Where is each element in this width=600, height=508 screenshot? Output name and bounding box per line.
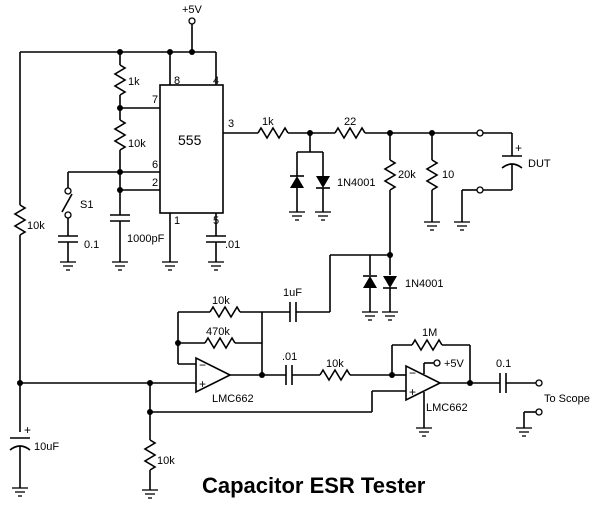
switch-s1-branch[interactable]: S1 0.1 [58, 171, 120, 271]
switch-s1-label: S1 [80, 199, 93, 211]
c-pin5-label: .01 [225, 239, 240, 251]
pin-2: 2 [152, 177, 158, 189]
r-470k-label: 470k [206, 326, 230, 338]
svg-text:+: + [24, 423, 31, 437]
opamp-1: − + LMC662 470k [20, 312, 286, 405]
pin-7: 7 [152, 94, 158, 106]
r-1k-out-label: 1k [262, 116, 274, 128]
scope-output[interactable]: 0.1 To Scope [496, 358, 590, 437]
svg-text:−: − [199, 358, 206, 372]
opamp-2-label: LMC662 [426, 402, 468, 414]
bottom-bias: 10k [141, 380, 175, 499]
interstage-coupling: .01 10k [282, 351, 395, 385]
r-10k-fb-label: 10k [212, 295, 230, 307]
c-10uf-label: 10uF [34, 441, 59, 453]
pin-8: 8 [174, 75, 180, 87]
timing-network: 1k 10k 1000pF [110, 52, 165, 271]
r-22-label: 22 [344, 116, 356, 128]
pin-3: 3 [228, 118, 234, 130]
svg-text:+: + [409, 385, 416, 399]
c-1uf-branch: 1uF 10k [178, 254, 370, 322]
svg-text:+: + [515, 141, 522, 155]
r-1m-label: 1M [422, 327, 437, 339]
c-01-switch-label: 0.1 [84, 239, 99, 251]
svg-text:−: − [409, 366, 416, 380]
r-1k-top-label: 1k [128, 76, 140, 88]
supply-label-5v: +5V [182, 4, 203, 16]
c-01-out-label: 0.1 [496, 358, 511, 370]
dut-label: DUT [528, 158, 551, 170]
ic-555-label: 555 [178, 132, 202, 148]
svg-text:+: + [199, 377, 206, 391]
opamp-1-label: LMC662 [212, 393, 254, 405]
diodes-1-label: 1N4001 [337, 177, 376, 189]
r-10k-timing-label: 10k [128, 138, 146, 150]
ic-555-ground-pins: .01 [161, 213, 240, 271]
pin-4: 4 [213, 75, 219, 87]
c-1000pf-label: 1000pF [127, 233, 165, 245]
diode-pair-2: 1N4001 [361, 254, 444, 321]
dut-terminals[interactable]: + DUT [453, 132, 551, 231]
to-scope-label: To Scope [544, 393, 590, 405]
pin-6: 6 [152, 159, 158, 171]
opamp-2-supply-label: +5V [444, 358, 465, 370]
diode-pair-1: 1N4001 [288, 133, 376, 221]
page-title: Capacitor ESR Tester [202, 473, 426, 498]
r-10-label: 10 [442, 169, 454, 181]
r-10k-bottom-label: 10k [157, 455, 175, 467]
r-20k-label: 20k [398, 169, 416, 181]
r-10k-left-label: 10k [27, 220, 45, 232]
pin-1: 1 [174, 215, 180, 227]
left-bias-rail: 10k + 10uF [9, 52, 59, 497]
c-01-couple-label: .01 [282, 351, 297, 363]
output-stage: 1k 22 [223, 116, 484, 140]
r-10k-series-label: 10k [326, 358, 344, 370]
c-1uf-label: 1uF [283, 287, 302, 299]
ic-555: 555 8 4 7 3 6 2 1 5 [152, 75, 234, 227]
r-20k-branch: 20k [383, 133, 416, 258]
r-10-branch: 10 [423, 133, 454, 231]
diodes-2-label: 1N4001 [405, 278, 444, 290]
opamp-2: − + LMC662 1M +5V [150, 327, 500, 437]
